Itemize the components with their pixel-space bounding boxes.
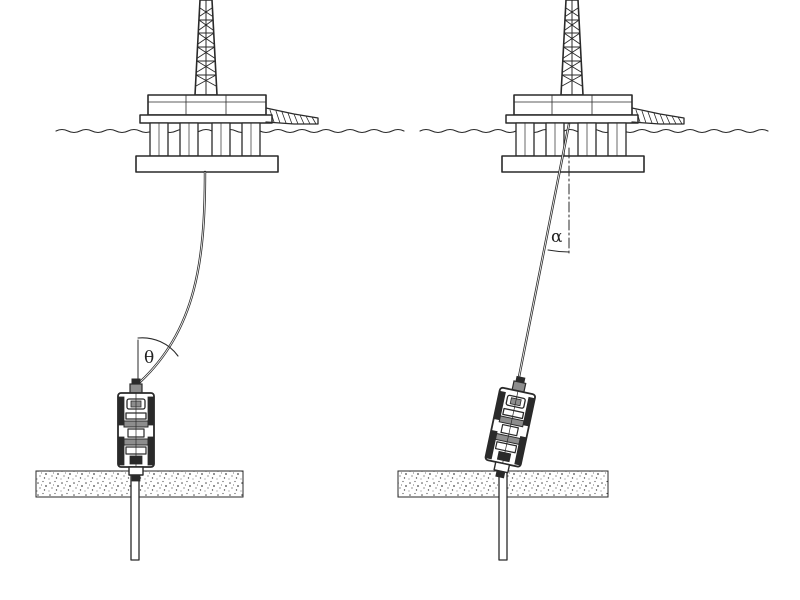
- subsea-module-right: [481, 372, 540, 482]
- theta-arc: [137, 337, 179, 357]
- subsea-module-left: [117, 378, 155, 482]
- alpha-arc: [547, 249, 570, 253]
- platform-left: [135, 0, 319, 173]
- alpha-label: α: [551, 227, 563, 247]
- right-scene: α: [397, 0, 769, 561]
- platform-right: [501, 0, 685, 173]
- left-scene: θ: [35, 0, 405, 561]
- theta-label: θ: [144, 348, 154, 368]
- well-casing-right: [498, 464, 508, 561]
